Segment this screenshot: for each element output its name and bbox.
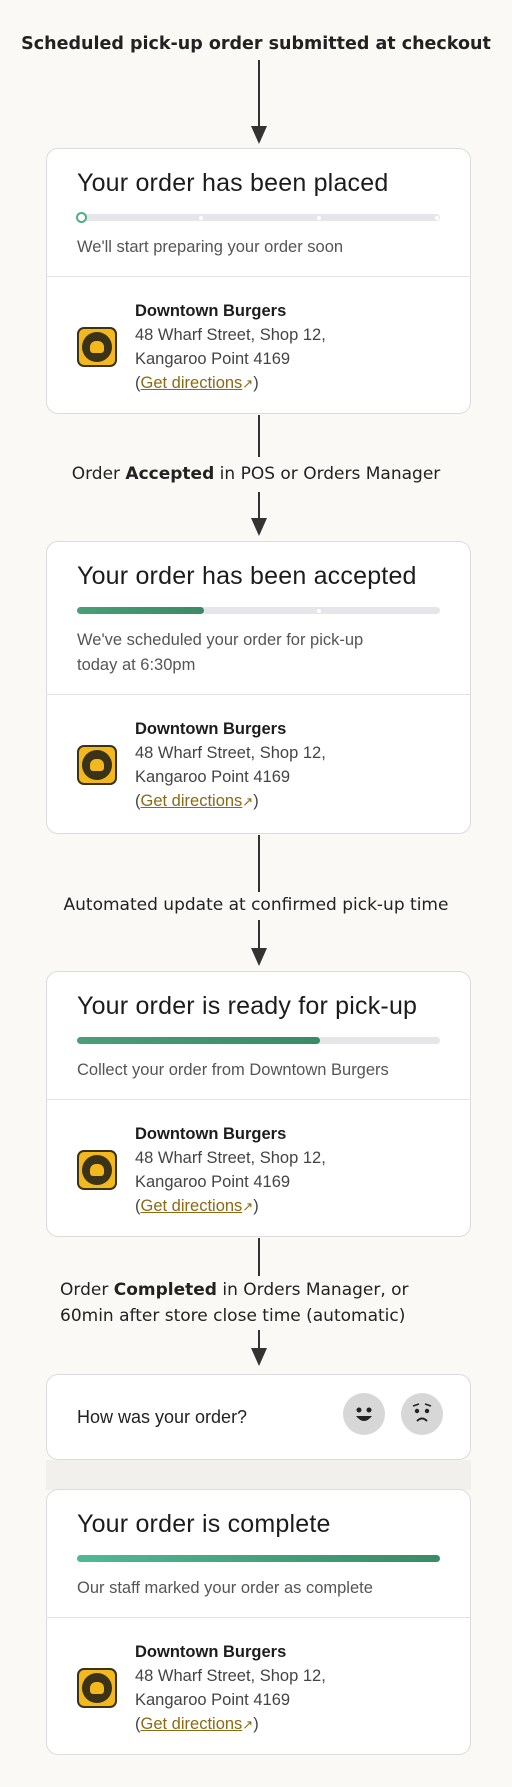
progress-step-dot bbox=[317, 608, 321, 613]
label-text: in POS or Orders Manager bbox=[214, 464, 441, 484]
store-name: Downtown Burgers bbox=[135, 1125, 287, 1143]
paren: ) bbox=[253, 1715, 259, 1733]
happy-face-icon[interactable] bbox=[343, 1393, 385, 1435]
progress-step-dot bbox=[199, 215, 203, 220]
progress-bar bbox=[77, 1037, 440, 1044]
external-link-icon: ↗ bbox=[242, 1199, 254, 1214]
external-link-icon: ↗ bbox=[242, 376, 254, 391]
external-link-icon: ↗ bbox=[242, 794, 254, 809]
label-text: Order bbox=[71, 464, 126, 484]
label-bold: Completed bbox=[113, 1280, 217, 1300]
flow-connector bbox=[258, 60, 260, 126]
progress-fill bbox=[77, 1555, 440, 1562]
get-directions-link[interactable]: Get directions bbox=[140, 374, 243, 392]
flow-connector bbox=[258, 1330, 260, 1348]
paren: ) bbox=[253, 1197, 259, 1215]
feedback-card: How was your order? bbox=[46, 1374, 471, 1460]
store-info: Downtown Burgers 48 Wharf Street, Shop 1… bbox=[47, 1618, 470, 1754]
store-address-line1: 48 Wharf Street, Shop 12, bbox=[135, 326, 326, 344]
store-address-line2: Kangaroo Point 4169 bbox=[135, 1691, 291, 1709]
store-address-line1: 48 Wharf Street, Shop 12, bbox=[135, 744, 326, 762]
store-address-line1: 48 Wharf Street, Shop 12, bbox=[135, 1149, 326, 1167]
flow-connector bbox=[258, 920, 260, 948]
flow-step-automated-label: Automated update at confirmed pick-up ti… bbox=[63, 895, 449, 915]
paren: ) bbox=[253, 374, 259, 392]
store-address-line2: Kangaroo Point 4169 bbox=[135, 350, 291, 368]
label-text: in Orders Manager, or bbox=[216, 1280, 409, 1300]
paren: ( bbox=[135, 1715, 141, 1733]
card-title: Your order has been accepted bbox=[77, 562, 417, 590]
card-title: Your order has been placed bbox=[77, 169, 389, 197]
store-info: Downtown Burgers 48 Wharf Street, Shop 1… bbox=[47, 695, 470, 833]
paren: ( bbox=[135, 374, 141, 392]
store-address-line1: 48 Wharf Street, Shop 12, bbox=[135, 1667, 326, 1685]
store-address-line2: Kangaroo Point 4169 bbox=[135, 768, 291, 786]
progress-step-dot bbox=[435, 215, 439, 220]
worried-face-icon[interactable] bbox=[401, 1393, 443, 1435]
store-logo bbox=[77, 327, 117, 367]
label-text: Order bbox=[60, 1280, 114, 1300]
arrowhead-icon bbox=[251, 948, 267, 966]
card-title: Your order is ready for pick-up bbox=[77, 992, 418, 1020]
progress-bar bbox=[77, 1555, 440, 1562]
order-accepted-card: Your order has been accepted We've sched… bbox=[46, 541, 471, 834]
flow-connector bbox=[258, 1238, 260, 1276]
order-ready-card: Your order is ready for pick-up Collect … bbox=[46, 971, 471, 1237]
external-link-icon: ↗ bbox=[242, 1717, 254, 1732]
card-subtitle: Our staff marked your order as complete bbox=[77, 1579, 373, 1597]
card-subtitle: We've scheduled your order for pick-up t… bbox=[77, 628, 440, 678]
background-band bbox=[46, 1460, 471, 1490]
label-text: 60min after store close time (automatic) bbox=[60, 1306, 406, 1326]
feedback-question: How was your order? bbox=[77, 1407, 248, 1427]
store-logo bbox=[77, 745, 117, 785]
progress-bar bbox=[76, 212, 440, 223]
get-directions-link[interactable]: Get directions bbox=[140, 792, 243, 810]
card-subtitle: We'll start preparing your order soon bbox=[77, 238, 344, 256]
flow-connector bbox=[258, 492, 260, 518]
divider bbox=[47, 1099, 470, 1100]
divider bbox=[47, 276, 470, 277]
label-bold: Accepted bbox=[125, 464, 215, 484]
store-name: Downtown Burgers bbox=[135, 1643, 287, 1661]
get-directions-link[interactable]: Get directions bbox=[140, 1197, 243, 1215]
card-title: Your order is complete bbox=[77, 1510, 331, 1538]
progress-fill bbox=[77, 1037, 321, 1044]
progress-fill bbox=[77, 607, 205, 614]
paren: ( bbox=[135, 792, 141, 810]
progress-bar bbox=[77, 607, 440, 614]
store-logo bbox=[77, 1668, 117, 1708]
progress-start-indicator bbox=[76, 212, 87, 223]
store-address-line2: Kangaroo Point 4169 bbox=[135, 1173, 291, 1191]
order-complete-card: Your order is complete Our staff marked … bbox=[46, 1489, 471, 1755]
divider bbox=[47, 694, 470, 695]
flow-step-accepted-label: Order Accepted in POS or Orders Manager bbox=[0, 464, 512, 484]
paren: ) bbox=[253, 792, 259, 810]
subtitle-line: today at 6:30pm bbox=[77, 656, 196, 674]
flow-connector bbox=[258, 835, 260, 892]
store-info: Downtown Burgers 48 Wharf Street, Shop 1… bbox=[47, 277, 470, 413]
subtitle-line: We've scheduled your order for pick-up bbox=[77, 631, 364, 649]
store-info: Downtown Burgers 48 Wharf Street, Shop 1… bbox=[47, 1100, 470, 1236]
flow-connector bbox=[258, 415, 260, 457]
flow-start-label: Scheduled pick-up order submitted at che… bbox=[21, 34, 491, 54]
arrowhead-icon bbox=[251, 1348, 267, 1366]
store-logo bbox=[77, 1150, 117, 1190]
arrowhead-icon bbox=[251, 126, 267, 144]
order-placed-card: Your order has been placed We'll start p… bbox=[46, 148, 471, 414]
arrowhead-icon bbox=[251, 518, 267, 536]
store-name: Downtown Burgers bbox=[135, 720, 287, 738]
flow-step-completed-label: Order Completed in Orders Manager, or 60… bbox=[60, 1277, 460, 1329]
store-name: Downtown Burgers bbox=[135, 302, 287, 320]
divider bbox=[47, 1617, 470, 1618]
paren: ( bbox=[135, 1197, 141, 1215]
progress-step-dot bbox=[317, 215, 321, 220]
card-subtitle: Collect your order from Downtown Burgers bbox=[77, 1061, 389, 1079]
get-directions-link[interactable]: Get directions bbox=[140, 1715, 243, 1733]
